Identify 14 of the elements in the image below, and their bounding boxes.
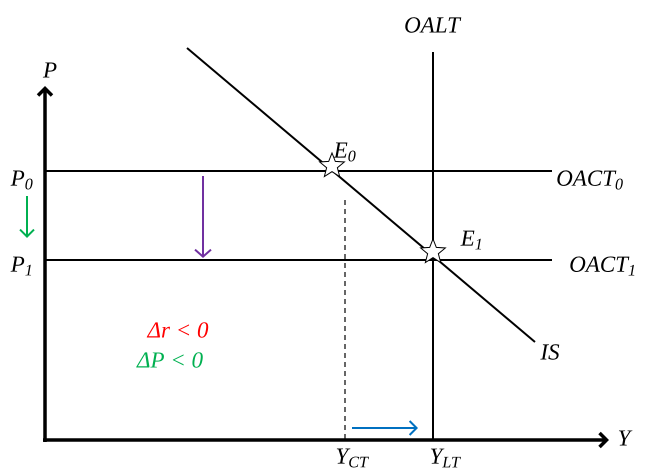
point-label: E$_{0}$ [333,142,356,162]
change-label: Δr < 0 [146,322,208,338]
point-label: E$_{1}$ [460,230,482,250]
axis-tick-label: P$_{0}$ [10,170,33,190]
curve-label: OALT [405,17,462,33]
axis-label: Y [618,430,632,446]
axis-label: P [42,62,56,78]
curve-label: OACT$_{1}$ [570,256,634,276]
axis-tick-label: P$_{1}$ [10,256,32,276]
curve-label: OACT$_{0}$ [557,170,623,190]
change-label: ΔP < 0 [136,352,203,368]
axis-tick-label: Y$_{LT}$ [430,448,461,468]
curve-label: IS [540,344,560,360]
axis-tick-label: Y$_{CT}$ [336,448,369,468]
